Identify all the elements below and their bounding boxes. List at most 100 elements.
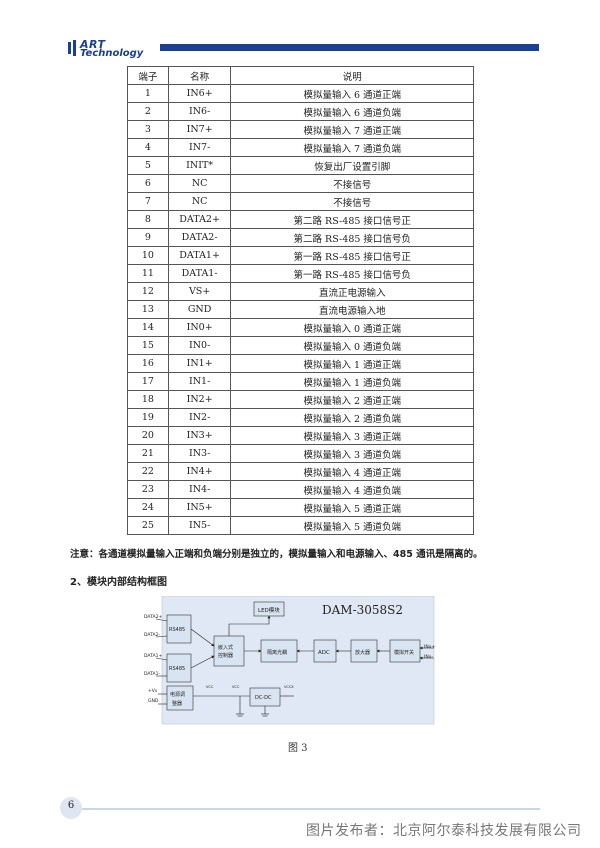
cell-name: VS+ <box>167 282 232 301</box>
block-diagram: DAM-3058S2 LED模块 RS485 RS485 嵌入式 控制器 隔离光… <box>144 596 435 725</box>
cell-description: 模拟量输入 4 通道负端 <box>230 480 474 499</box>
cell-description: 模拟量输入 0 通道正端 <box>230 318 474 337</box>
cell-name: GND <box>167 300 232 319</box>
cell-name: IN0- <box>167 336 232 355</box>
cell-terminal: 21 <box>127 444 169 463</box>
cell-terminal: 2 <box>127 102 169 121</box>
cell-name: NC <box>167 192 232 211</box>
column-header-terminal: 端子 <box>127 66 169 85</box>
cell-description: 第一路 RS-485 接口信号负 <box>230 264 474 283</box>
cell-description: 直流电源输入地 <box>230 300 474 319</box>
cell-name: NC <box>167 174 232 193</box>
cell-terminal: 3 <box>127 120 169 139</box>
cell-name: DATA2- <box>167 228 232 247</box>
cell-description: 不接信号 <box>230 192 474 211</box>
led-module-label: LED模块 <box>258 606 280 614</box>
cell-name: DATA2+ <box>167 210 232 229</box>
signal-data2p: DATA2+ <box>144 614 162 620</box>
cell-name: IN0+ <box>167 318 232 337</box>
vcc-label-2: VCC <box>232 685 240 689</box>
analog-switch-label: 模拟开关 <box>394 649 414 656</box>
signal-data1p: DATA1+ <box>144 653 162 659</box>
isolation-note: 注意：各通道模拟量输入正端和负端分别是独立的，模拟量输入和电源输入、485 通讯… <box>70 549 483 560</box>
cell-name: IN6+ <box>167 84 232 103</box>
vcc-label-3: VCCX <box>284 685 294 689</box>
cell-terminal: 12 <box>127 282 169 301</box>
cell-terminal: 10 <box>127 246 169 265</box>
signal-data1m: DATA1- <box>144 671 160 677</box>
cell-name: IN1+ <box>167 354 232 373</box>
cell-terminal: 1 <box>127 84 169 103</box>
power-regulator-line1: 电源调 <box>170 691 185 698</box>
table-header-row: 端子 名称 说明 <box>127 66 474 85</box>
module-title: DAM-3058S2 <box>322 603 403 617</box>
logo-text-technology: Technology <box>80 48 144 59</box>
cell-description: 模拟量输入 1 通道正端 <box>230 354 474 373</box>
column-header-description: 说明 <box>230 66 474 85</box>
cell-description: 第一路 RS-485 接口信号正 <box>230 246 474 265</box>
mcu-label-line1: 嵌入式 <box>218 644 233 651</box>
cell-name: IN7+ <box>167 120 232 139</box>
cell-description: 第二路 RS-485 接口信号负 <box>230 228 474 247</box>
cell-terminal: 13 <box>127 300 169 319</box>
cell-terminal: 9 <box>127 228 169 247</box>
cell-description: 模拟量输入 7 通道正端 <box>230 120 474 139</box>
cell-description: 模拟量输入 5 通道正端 <box>230 498 474 517</box>
cell-description: 模拟量输入 7 通道负端 <box>230 138 474 157</box>
signal-in-pos: INx+ <box>424 644 435 650</box>
cell-terminal: 4 <box>127 138 169 157</box>
cell-description: 模拟量输入 1 通道负端 <box>230 372 474 391</box>
cell-description: 模拟量输入 6 通道负端 <box>230 102 474 121</box>
cell-terminal: 14 <box>127 318 169 337</box>
cell-name: IN5+ <box>167 498 232 517</box>
rs485-label-1: RS485 <box>169 666 185 672</box>
cell-terminal: 18 <box>127 390 169 409</box>
column-header-name: 名称 <box>167 66 232 85</box>
power-regulator-line2: 整器 <box>172 700 182 707</box>
cell-description: 模拟量输入 3 通道负端 <box>230 444 474 463</box>
cell-description: 模拟量输入 6 通道正端 <box>230 84 474 103</box>
cell-name: IN3+ <box>167 426 232 445</box>
publisher-watermark: 图片发布者：北京阿尔泰科技发展有限公司 <box>306 823 582 839</box>
cell-name: IN6- <box>167 102 232 121</box>
cell-name: IN5- <box>167 516 232 535</box>
figure-caption: 图 3 <box>288 743 308 754</box>
cell-terminal: 19 <box>127 408 169 427</box>
footer-line <box>82 808 540 810</box>
rs485-block-2 <box>166 614 192 644</box>
dcdc-label: DC-DC <box>255 695 272 701</box>
cell-description: 模拟量输入 2 通道负端 <box>230 408 474 427</box>
cell-terminal: 24 <box>127 498 169 517</box>
cell-description: 第二路 RS-485 接口信号正 <box>230 210 474 229</box>
cell-terminal: 17 <box>127 372 169 391</box>
logo-text-art: ART <box>80 38 106 51</box>
cell-terminal: 5 <box>127 156 169 175</box>
cell-name: IN4- <box>167 480 232 499</box>
cell-name: IN2- <box>167 408 232 427</box>
cell-name: DATA1+ <box>167 246 232 265</box>
signal-gnd: GND <box>148 698 159 704</box>
cell-name: INIT* <box>167 156 232 175</box>
isolation-label: 隔离光耦 <box>267 649 287 656</box>
page-number-badge <box>60 797 82 819</box>
mcu-label-line2: 控制器 <box>218 652 233 659</box>
cell-description: 直流正电源输入 <box>230 282 474 301</box>
